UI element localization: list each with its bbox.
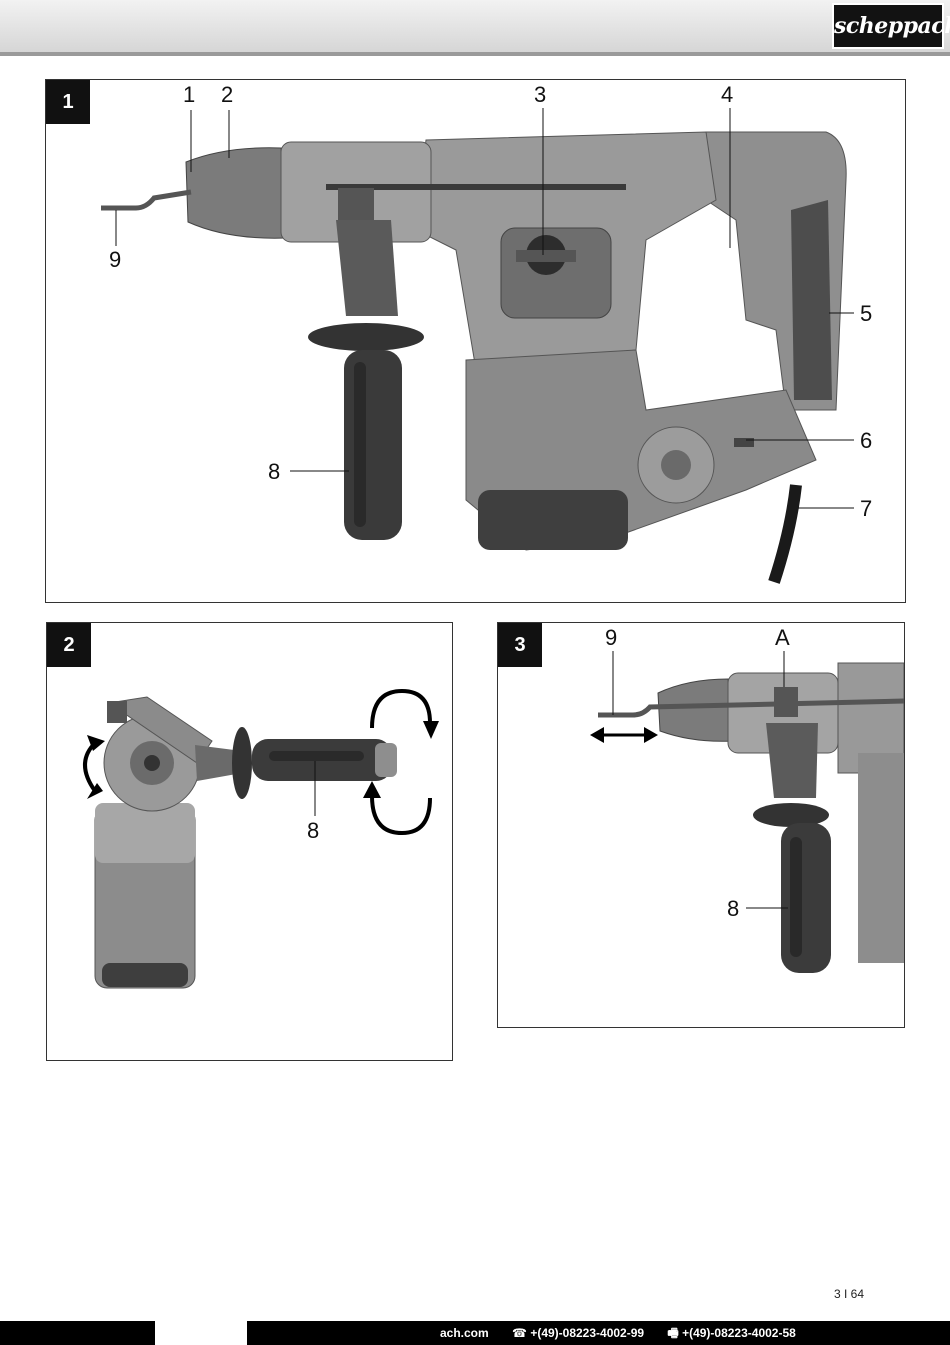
figure-2-handle-rotation-illustration: 8: [83, 688, 439, 989]
footer-phone: ☎ +(49)-08223-4002-99: [512, 1326, 645, 1340]
callout-2: 2: [221, 82, 233, 107]
footer-website: ach.com: [440, 1326, 489, 1340]
callout-3: 3: [534, 82, 546, 107]
figure-3-badge: 3: [498, 623, 542, 667]
callout-9: 9: [109, 247, 121, 272]
figure-2-badge: 2: [47, 623, 91, 667]
footer-contact: ach.com ☎ +(49)-08223-4002-99 🖷 +(49)-08…: [440, 1324, 806, 1345]
footer-fax: 🖷 +(49)-08223-4002-58: [667, 1326, 796, 1340]
figure-3-panel: 3 9 A 8: [497, 622, 905, 1028]
figure-1-badge: 1: [46, 80, 90, 124]
callout-5: 5: [860, 301, 872, 326]
callout-8: 8: [727, 896, 739, 921]
callout-6: 6: [860, 428, 872, 453]
callout-7: 7: [860, 496, 872, 521]
figure-3-depth-stop-illustration: 9 A 8: [590, 625, 904, 973]
motor-base: [478, 490, 628, 550]
figure-1-drill-illustration: 1 2 3 4 5 6 7 8 9: [101, 82, 872, 584]
callout-9: 9: [605, 625, 617, 650]
brand-logo: scheppach: [832, 3, 950, 49]
callout-8: 8: [268, 459, 280, 484]
footer-gap: [155, 1321, 247, 1345]
figure-2-panel: 2 8: [46, 622, 453, 1061]
callout-1: 1: [183, 82, 195, 107]
page-number: 3 I 64: [833, 1287, 864, 1301]
figure-1-panel: 1: [45, 79, 906, 603]
callout-8: 8: [307, 818, 319, 843]
callout-4: 4: [721, 82, 733, 107]
header-bar: [0, 0, 950, 56]
callout-A: A: [775, 625, 790, 650]
